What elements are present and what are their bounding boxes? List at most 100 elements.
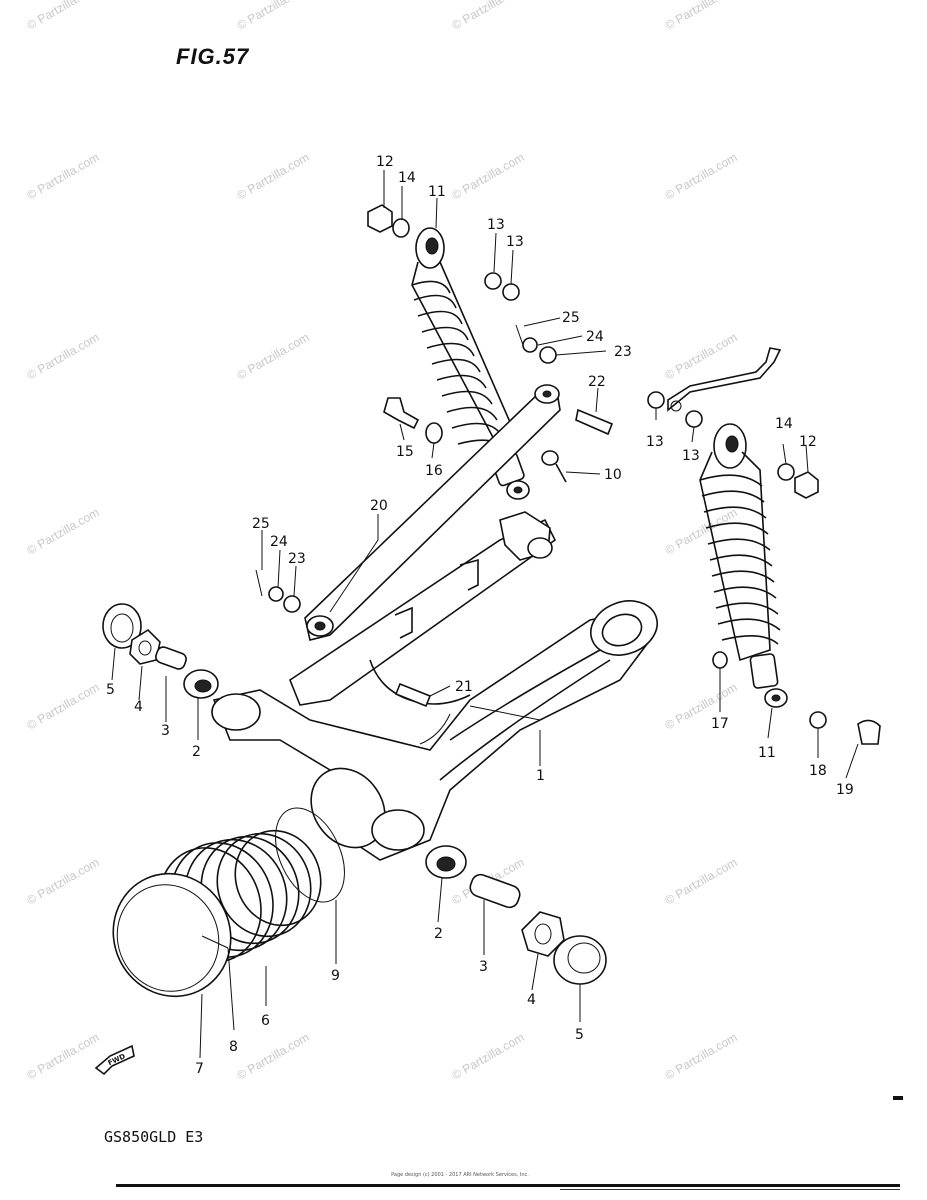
boot-assembly: [112, 807, 345, 998]
callout-24: 24: [270, 534, 288, 550]
reaction-rod-bracket: [667, 347, 782, 412]
callout-13: 13: [646, 434, 664, 450]
washer-16: [425, 422, 443, 444]
callout-6: 6: [261, 1013, 270, 1029]
callout-23: 23: [614, 344, 632, 360]
callout-15: 15: [396, 444, 414, 460]
callout-20: 20: [370, 498, 388, 514]
pivot-parts-left: [102, 603, 219, 699]
watermark: © Partzilla.com: [450, 150, 527, 203]
footer-copyright: Page design (c) 2001 - 2017 ARI Network …: [391, 1172, 529, 1178]
callout-2: 2: [434, 926, 443, 942]
nut-24: [268, 586, 284, 602]
callout-13: 13: [487, 217, 505, 233]
washer-14-left: [392, 218, 410, 238]
watermark: © Partzilla.com: [25, 505, 102, 558]
watermark: © Partzilla.com: [663, 150, 740, 203]
callout-1: 1: [536, 768, 545, 784]
callout-12: 12: [376, 154, 394, 170]
callout-11: 11: [428, 184, 446, 200]
callout-23: 23: [288, 551, 306, 567]
callout-16: 16: [425, 463, 443, 479]
callout-19: 19: [836, 782, 854, 798]
washer-13: [502, 283, 520, 301]
corner-mark: [893, 1096, 903, 1100]
washer-13: [647, 391, 665, 409]
watermark: © Partzilla.com: [663, 855, 740, 908]
figure-title: FIG.57: [176, 44, 250, 69]
callout-3: 3: [479, 959, 488, 975]
watermark: © Partzilla.com: [235, 330, 312, 383]
hardware: [255, 204, 881, 745]
callout-10: 10: [604, 467, 622, 483]
washer-18: [809, 711, 827, 729]
model-code: GS850GLD E3: [104, 1128, 204, 1146]
swingarm-crossmember: [289, 511, 557, 706]
nut-12-right: [794, 471, 819, 499]
watermark: © Partzilla.com: [450, 0, 527, 33]
bolt-10-head: [541, 450, 559, 466]
callout-17: 17: [711, 716, 729, 732]
callout-4: 4: [527, 992, 536, 1008]
watermark: © Partzilla.com: [25, 855, 102, 908]
watermark: © Partzilla.com: [25, 680, 102, 733]
bolt-21: [394, 682, 432, 708]
callout-4: 4: [134, 699, 143, 715]
right-shock-absorber: [699, 423, 788, 708]
washer-23: [283, 595, 301, 613]
fwd-label: FWD: [107, 1052, 127, 1067]
watermark: © Partzilla.com: [663, 0, 740, 33]
bottom-rule-secondary: [560, 1189, 900, 1190]
nut-12-left: [367, 204, 393, 233]
callout-5: 5: [106, 682, 115, 698]
watermark: © Partzilla.com: [450, 1030, 527, 1083]
callout-9: 9: [331, 968, 340, 984]
bolt-22: [575, 408, 614, 436]
bolt-15: [383, 397, 420, 430]
watermark: © Partzilla.com: [25, 150, 102, 203]
leader-lines: [111, 170, 859, 1059]
nut-24: [522, 337, 538, 353]
callout-3: 3: [161, 723, 170, 739]
callout-13: 13: [682, 448, 700, 464]
swingarm: [211, 600, 658, 861]
callout-2: 2: [192, 744, 201, 760]
washer-13: [484, 272, 502, 290]
callout-7: 7: [195, 1061, 204, 1077]
watermark: © Partzilla.com: [25, 330, 102, 383]
bottom-rule: [116, 1184, 900, 1187]
cotter-pin-25: [255, 569, 263, 597]
callout-8: 8: [229, 1039, 238, 1055]
callout-24: 24: [586, 329, 604, 345]
cap-nut-19: [857, 719, 881, 745]
watermark: © Partzilla.com: [663, 1030, 740, 1083]
watermark: © Partzilla.com: [663, 330, 740, 383]
watermark: © Partzilla.com: [25, 0, 102, 33]
washer-13: [685, 410, 703, 428]
watermark: © Partzilla.com: [663, 505, 740, 558]
callout-12: 12: [799, 434, 817, 450]
callout-13: 13: [506, 234, 524, 250]
callout-14: 14: [398, 170, 416, 186]
callout-14: 14: [775, 416, 793, 432]
callout-25: 25: [252, 516, 270, 532]
watermark: © Partzilla.com: [25, 1030, 102, 1083]
callout-21: 21: [455, 679, 473, 695]
watermark: © Partzilla.com: [235, 0, 312, 33]
watermark: © Partzilla.com: [235, 1030, 312, 1083]
callout-5: 5: [575, 1027, 584, 1043]
washer-17: [712, 651, 728, 669]
callout-25: 25: [562, 310, 580, 326]
washer-14-right: [777, 463, 795, 481]
torque-arm: [304, 384, 561, 641]
callout-11: 11: [758, 745, 776, 761]
fwd-arrow: FWD: [94, 1044, 135, 1076]
watermark: © Partzilla.com: [235, 150, 312, 203]
callouts: 12 14 11 13 13 25 24 23 22 15 16 10 13 1…: [106, 154, 854, 1077]
callout-22: 22: [588, 374, 606, 390]
callout-18: 18: [809, 763, 827, 779]
washer-23: [539, 346, 557, 364]
pivot-parts-right: [425, 845, 607, 985]
